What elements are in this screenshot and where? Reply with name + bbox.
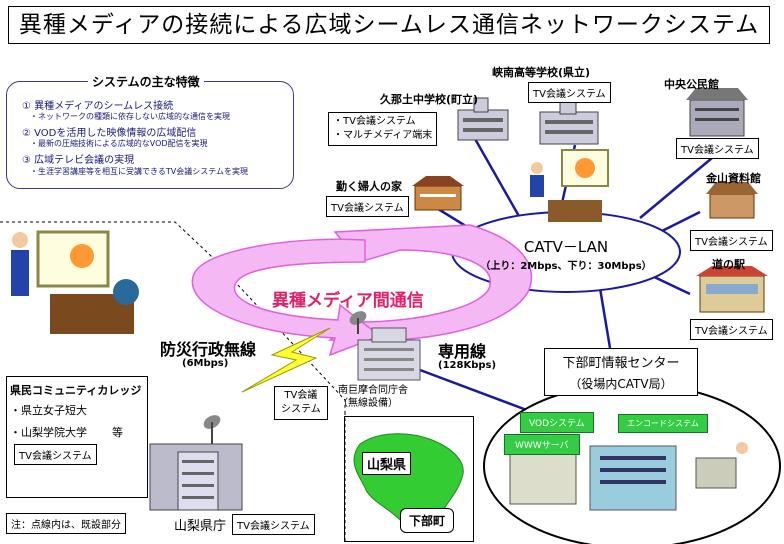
- kinro-house-tag: TV会議システム: [326, 196, 409, 217]
- michinoeki-building: [696, 266, 768, 313]
- bousai-radio-speed: (6Mbps): [182, 358, 229, 369]
- feature-1-main: ① 異種メディアのシームレス接続: [22, 101, 174, 112]
- kunado-tag-1: ・TV会議システム: [333, 116, 416, 127]
- bousai-radio-label: 防災行政無線: [160, 340, 257, 359]
- kanayama-museum-tag: TV会議システム: [690, 230, 773, 251]
- prefecture-office-name: 山梨県庁: [174, 519, 227, 534]
- kunado-school-name: 久那土中学校(町立): [380, 93, 479, 106]
- nankyo-office-name: 南巨摩合同庁舎: [338, 385, 408, 396]
- nankyo-office-sub: （無線設備）: [338, 398, 398, 409]
- kinro-house-building: [412, 176, 464, 211]
- college-line-2: ・山梨学院大学: [10, 426, 87, 439]
- feature-3-sub: ・生涯学習講座等を相互に受講できるTV会議システムを実現: [30, 167, 248, 176]
- catv-lan-name: CATV－LAN: [523, 238, 609, 256]
- feature-3-main: ③ 広域テレビ会議の実現: [22, 155, 135, 166]
- feature-2-main: ② VODを活用した映像情報の広域配信: [22, 128, 197, 139]
- college-name: 県民コミュニティカレッジ: [10, 384, 142, 397]
- encode-system-badge: エンコードシステム: [618, 414, 708, 433]
- features-heading: システムの主な特徴: [88, 73, 204, 90]
- nankyo-office-building: [357, 327, 421, 381]
- michinoeki-name: 道の駅: [712, 258, 745, 271]
- chuo-hall-tag: TV会議システム: [676, 138, 759, 159]
- vod-system-badge: VODシステム: [520, 412, 594, 433]
- info-center-box: 下部町情報センター （役場内CATV局）: [544, 348, 698, 396]
- prefecture-office-tag: TV会議システム: [232, 514, 315, 535]
- kanayama-museum-name: 金山資料館: [706, 172, 761, 185]
- info-center-sub: （役場内CATV局）: [569, 377, 673, 391]
- note-label: 注：点線内は、既設部分: [6, 513, 126, 534]
- senyou-line-speed: (128Kbps): [438, 360, 497, 371]
- kunado-tag-2: ・マルチメディア端末: [333, 130, 433, 141]
- kyonan-school-tag: TV会議システム: [528, 82, 611, 103]
- map-box: [344, 416, 474, 542]
- www-server-badge: WWWサーバ: [504, 434, 580, 455]
- features-box: [6, 81, 294, 189]
- existing-boundary-dashed: [0, 221, 346, 412]
- feature-2-sub: ・最新の圧縮技術による広域的なVOD配信を実現: [30, 139, 208, 148]
- feature-1-sub: ・ネットワークの種類に依存しない広域的な通信を実現: [30, 112, 230, 121]
- nankyo-office-label: 南巨摩合同庁舎 （無線設備）: [338, 384, 408, 410]
- media-comm-label: 異種メディア間通信: [272, 291, 424, 311]
- chuo-hall-building: [686, 88, 748, 137]
- kanayama-museum-building: [706, 182, 758, 219]
- kyonan-school-building: [539, 95, 599, 145]
- kyonan-school-name: 峡南高等学校(県立): [492, 66, 591, 79]
- senyou-line-label: 専用線: [438, 342, 487, 361]
- kunado-school-building: [457, 97, 509, 141]
- michinoeki-tag: TV会議システム: [690, 319, 773, 340]
- satellite-dish-icon: [349, 311, 367, 334]
- circular-arrow-right: [327, 224, 533, 342]
- catv-lan-speed: （上り：2Mbps、下り：30Mbps）: [480, 261, 652, 272]
- map-pref-label: 山梨県: [362, 452, 412, 475]
- map-town-label: 下部町: [400, 508, 455, 533]
- presenter-figure: [530, 149, 609, 222]
- presenter-figure-left: [11, 230, 139, 334]
- lightning-icon: [241, 327, 331, 393]
- circular-arrow-left: [191, 238, 382, 357]
- server-equipment: [509, 442, 748, 511]
- info-center-name: 下部町情報センター: [562, 356, 680, 371]
- chuo-hall-name: 中央公民館: [664, 78, 719, 91]
- college-etc: 等: [112, 426, 123, 439]
- satellite-dish-icon-2: [203, 415, 221, 444]
- college-box: [6, 376, 148, 498]
- nankyo-tv-tag: TV会議 システム: [274, 386, 328, 420]
- page-title: 異種メディアの接続による広域シームレス通信ネットワークシステム: [8, 6, 770, 44]
- college-line-1: ・県立女子短大: [10, 404, 87, 417]
- kunado-school-tags: ・TV会議システム ・マルチメディア端末: [328, 112, 438, 146]
- prefecture-office-building: [149, 443, 243, 511]
- kinro-house-name: 勤く婦人の家: [336, 180, 402, 193]
- nankyo-tv-tag-2: システム: [281, 404, 321, 415]
- nankyo-tv-tag-1: TV会議: [284, 390, 318, 401]
- college-tag: TV会議システム: [14, 444, 97, 465]
